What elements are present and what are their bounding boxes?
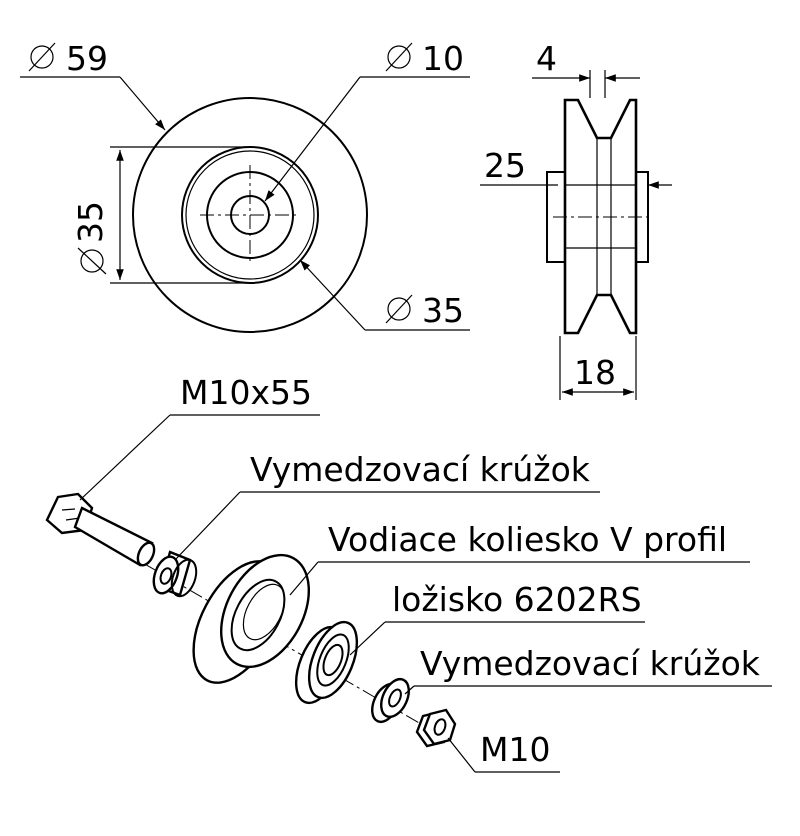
wheel-label: Vodiace koliesko V profil: [328, 520, 727, 559]
outer-diameter-label: 59: [66, 39, 108, 78]
bore-diameter-label: 10: [422, 39, 464, 78]
wheel-profile: [563, 98, 638, 335]
bolt: [45, 492, 156, 567]
spacer-1-label: Vymedzovací krúžok: [250, 450, 591, 489]
front-view: 59 10 35 35: [20, 39, 470, 333]
hub-label: 25: [484, 146, 526, 185]
groove-edge-circle: [185, 150, 315, 280]
bearing: [294, 620, 359, 705]
diameter-icon: [28, 42, 56, 72]
spacer-2: [371, 677, 410, 724]
bolt-label: M10x55: [180, 373, 312, 412]
diameter-icon: [385, 294, 413, 324]
diameter-icon: [385, 42, 413, 72]
inner-diameter-label: 35: [422, 291, 464, 330]
width-label: 18: [574, 353, 616, 392]
groove-width-label: 4: [536, 39, 557, 78]
wheel-outer-circle: [132, 97, 368, 333]
side-view: 4 25 18: [480, 39, 672, 400]
spacer-2-label: Vymedzovací krúžok: [420, 644, 761, 683]
bearing-label: ložisko 6202RS: [392, 580, 642, 619]
diameter-icon: [77, 247, 107, 275]
nut-label: M10: [480, 730, 550, 769]
guide-wheel: [192, 553, 311, 684]
groove-height-label: 35: [71, 201, 110, 243]
exploded-view: M10x55 Vymedzovací krúžok Vodiace kolies…: [45, 373, 772, 773]
spacer-1: [152, 550, 198, 598]
